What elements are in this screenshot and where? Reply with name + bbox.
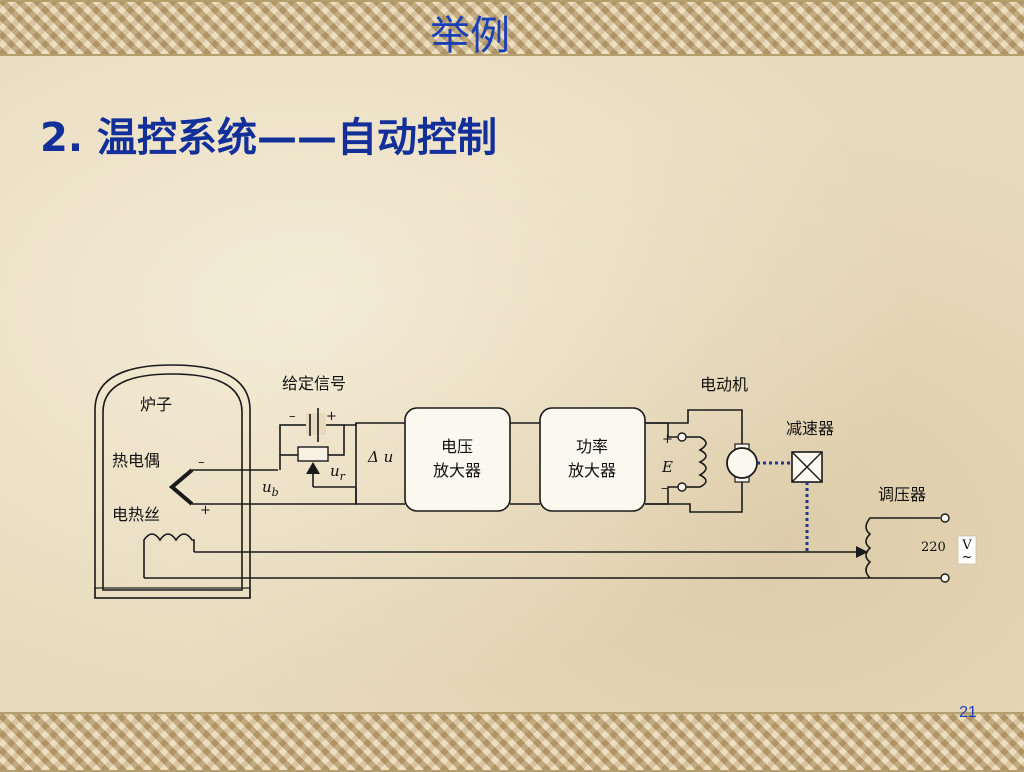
voltage-amplifier-label-line2: 放大器 (433, 461, 481, 480)
heater-wire (143, 533, 945, 579)
delta-u-symbol: Δ u (367, 448, 393, 466)
bottom-decorative-band (0, 712, 1024, 772)
page-number: 21 (959, 704, 977, 721)
reference-signal-circuit (279, 408, 355, 488)
reducer-label: 减速器 (786, 419, 834, 438)
reference-plus-sign: + (326, 409, 337, 424)
reference-minus-sign: – (289, 409, 296, 424)
field-plus-sign: + (662, 432, 673, 447)
thermocouple (168, 468, 278, 506)
regulator-label: 调压器 (878, 485, 926, 504)
slide-title: 举例 (430, 13, 510, 59)
supply-unit-label: V (961, 538, 972, 553)
power-amplifier-label-line1: 功率 (576, 437, 608, 456)
field-voltage-symbol: E (661, 458, 673, 476)
thermocouple-label: 热电偶 (112, 451, 160, 470)
u-b-symbol: ub (262, 478, 279, 499)
reducer (791, 451, 823, 483)
u-r-symbol: ur (330, 462, 346, 483)
supply-unit-box (957, 535, 977, 565)
slide-subtitle: 2. 温控系统——自动控制 (40, 115, 497, 161)
field-minus-sign: – (661, 481, 668, 496)
voltage-amplifier-label-line1: 电压 (441, 437, 473, 456)
furnace (94, 364, 251, 599)
motor-label: 电动机 (700, 375, 748, 394)
feedback-line-lower (278, 487, 357, 505)
power-amplifier-block (539, 407, 646, 512)
voltage-regulator (865, 513, 950, 583)
reference-line-upper (344, 422, 405, 426)
furnace-label: 炉子 (140, 395, 172, 414)
reference-signal-label: 给定信号 (282, 374, 346, 393)
regulator-wiper-arrow (856, 546, 868, 558)
motor-field-winding (677, 432, 707, 492)
motor (726, 443, 758, 483)
supply-voltage-value: 220 (921, 540, 946, 555)
power-amplifier-label-line2: 放大器 (568, 461, 616, 480)
supply-ac-symbol: ~ (962, 550, 973, 565)
heater-plus-sign: + (200, 503, 211, 518)
heater-wire-label: 电热丝 (112, 505, 160, 524)
thermocouple-minus-sign: – (198, 455, 205, 470)
top-decorative-band (0, 0, 1024, 56)
voltage-amplifier-block (404, 407, 511, 512)
